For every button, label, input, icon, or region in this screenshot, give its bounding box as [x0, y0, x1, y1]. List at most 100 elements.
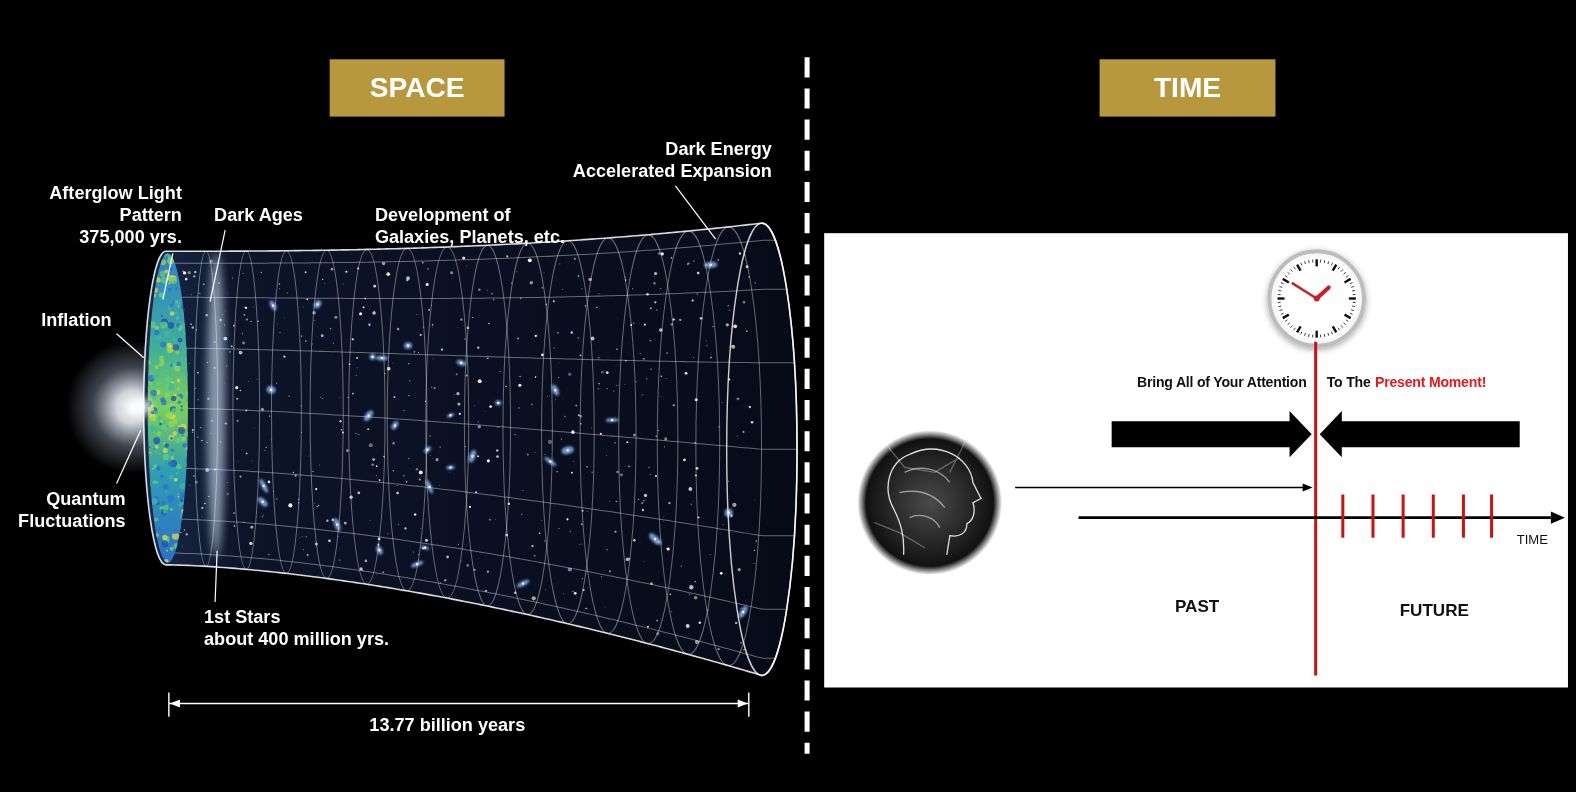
star-dot: [478, 288, 480, 290]
galaxy-core: [566, 449, 569, 452]
star-dot: [478, 379, 482, 383]
text-line: To The: [1327, 373, 1371, 391]
star-dot: [671, 611, 673, 613]
galaxy-halo: [420, 545, 429, 551]
star-dot: [477, 346, 479, 348]
star-dot: [581, 288, 582, 289]
star-dot: [453, 394, 455, 396]
star-dot: [754, 499, 756, 501]
text-line: 1st Stars: [204, 606, 389, 628]
star-dot: [345, 271, 347, 273]
tick: [1462, 495, 1465, 538]
star-dot: [575, 405, 577, 407]
clock-tick: [1327, 261, 1329, 264]
star-dot: [749, 406, 751, 408]
star-dot: [740, 642, 742, 644]
galaxy: [495, 400, 502, 406]
cmb-spot: [168, 383, 175, 390]
clock-rim: [1269, 251, 1363, 345]
star-dot: [315, 488, 317, 490]
star-dot: [666, 352, 668, 354]
cmb-spot: [153, 448, 155, 450]
star-dot: [302, 306, 304, 308]
star-dot: [535, 376, 537, 378]
cmb-spot: [187, 342, 190, 345]
cmb-spot: [170, 508, 173, 511]
star-dot: [313, 471, 314, 472]
star-dot: [428, 309, 430, 311]
instruction-text: To The: [1327, 373, 1371, 391]
star-dot: [469, 506, 471, 508]
clock-tick: [1312, 335, 1313, 338]
star-dot: [283, 317, 285, 319]
star-dot: [690, 503, 691, 504]
galaxy: [404, 342, 412, 349]
cmb-spot: [162, 535, 167, 540]
star-dot: [530, 281, 534, 285]
star-dot: [193, 275, 195, 277]
star-dot: [586, 511, 588, 513]
star-dot: [301, 536, 303, 538]
star-dot: [185, 533, 188, 536]
cmb-spot: [160, 271, 166, 277]
cmb-spot: [174, 300, 181, 307]
galaxy: [266, 385, 277, 395]
star-dot: [346, 449, 349, 452]
cmb-spot: [184, 261, 188, 265]
star-dot: [650, 474, 651, 475]
star-dot: [376, 475, 377, 476]
star-dot: [571, 472, 573, 474]
galaxy-halo: [423, 445, 432, 454]
cmb-spot: [180, 269, 184, 273]
cone-contents: [161, 227, 799, 666]
star-dot: [204, 503, 205, 504]
cmb-spot: [149, 282, 151, 284]
star-dot: [653, 282, 655, 284]
clock-tick: [1331, 263, 1332, 266]
star-dot: [404, 527, 406, 529]
cmb-spot: [155, 277, 160, 282]
cmb-spot: [179, 325, 183, 329]
cmb-spot: [185, 368, 188, 371]
clock-tick: [1338, 328, 1340, 330]
cmb-spot: [150, 390, 156, 396]
clock-tick: [1320, 335, 1321, 338]
star-dot: [194, 271, 196, 273]
star-dot: [422, 262, 424, 264]
cmb-spot: [160, 342, 166, 348]
cmb-spot: [158, 416, 162, 420]
star-dot: [356, 357, 358, 359]
cmb-spot: [167, 343, 172, 348]
star-dot: [431, 326, 433, 328]
cmb-spot: [165, 412, 172, 419]
cmb-spot: [178, 496, 180, 498]
star-dot: [641, 502, 643, 504]
star-dot: [616, 501, 617, 502]
cmb-spot: [152, 287, 158, 293]
star-dot: [664, 446, 665, 447]
star-dot: [219, 319, 221, 321]
star-dot: [203, 283, 205, 285]
star-dot: [534, 555, 536, 557]
cmb-spot: [161, 399, 167, 405]
star-dot: [489, 519, 490, 520]
star-dot: [352, 338, 354, 340]
star-dot: [376, 465, 378, 467]
star-dot: [601, 576, 602, 577]
cmb-spot: [175, 287, 178, 290]
cmb-spot: [177, 387, 180, 390]
heading-text: TIME: [1154, 72, 1221, 104]
cmb-spot: [164, 443, 169, 448]
star-dot: [505, 386, 506, 387]
star-dot: [695, 581, 696, 582]
star-dot: [529, 378, 531, 380]
clock-tick: [1346, 320, 1348, 322]
cmb-spot: [180, 409, 183, 412]
star-dot: [477, 455, 479, 457]
star-dot: [369, 443, 373, 447]
star-dot: [420, 334, 422, 336]
clock-tick: [1277, 297, 1284, 299]
star-dot: [697, 272, 700, 275]
cmb-spot: [176, 262, 180, 266]
